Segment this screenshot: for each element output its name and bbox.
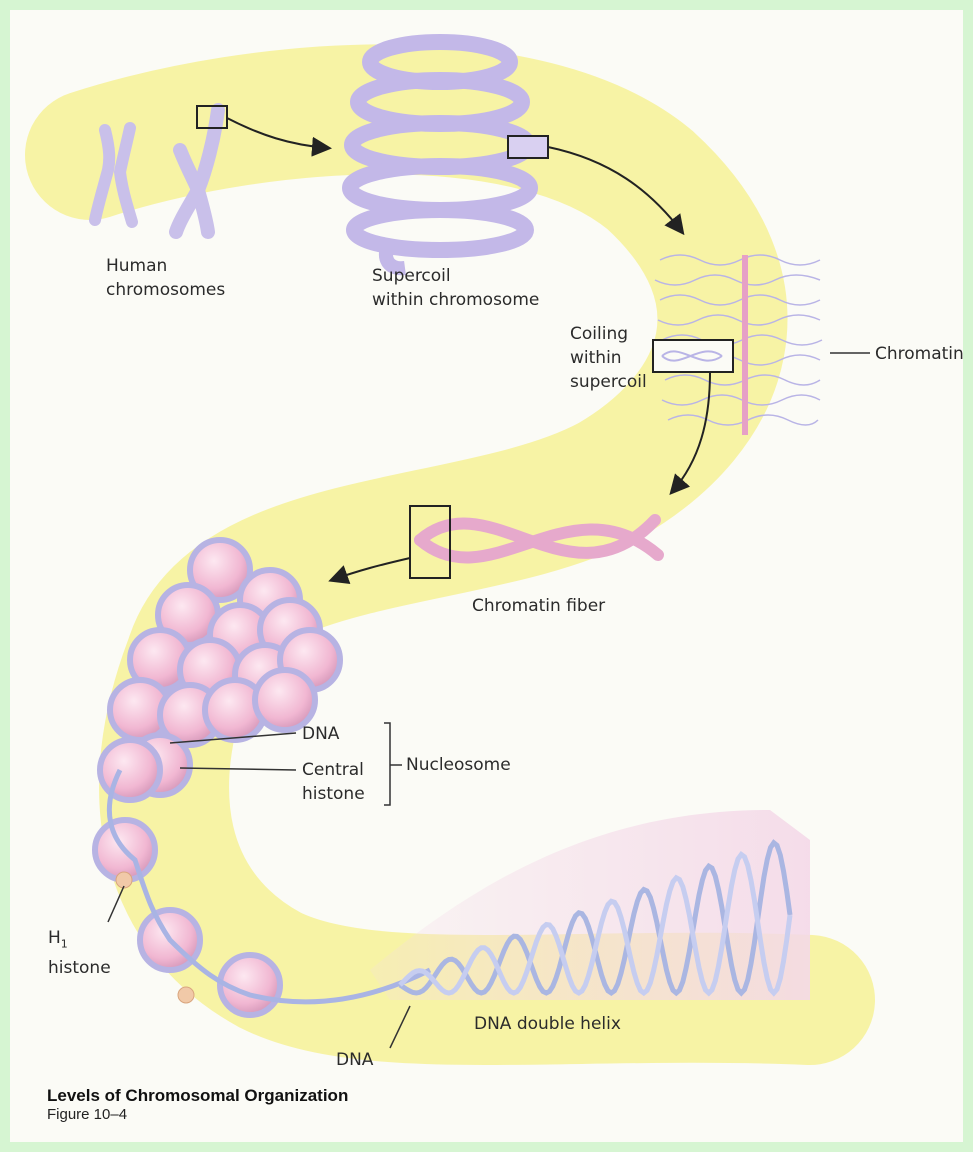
dna-label: DNA: [302, 722, 339, 746]
supercoil-label: Supercoil within chromosome: [372, 264, 539, 312]
h1-histone-bead-1: [116, 872, 132, 888]
h1-word: histone: [48, 956, 111, 980]
h1-letter: H: [48, 928, 61, 948]
figure-title: Levels of Chromosomal Organization: [47, 1086, 348, 1106]
coiling-line2: within: [570, 346, 647, 370]
central-histone-line2: histone: [302, 782, 365, 806]
coiling-line3: supercoil: [570, 370, 647, 394]
nucleosome-bracket: [384, 723, 390, 805]
h1-histone-label: H1 histone: [48, 926, 111, 980]
chromosome-organization-diagram: [10, 10, 963, 1142]
supercoil-line2: within chromosome: [372, 288, 539, 312]
figure-number: Figure 10–4: [47, 1106, 127, 1123]
supercoil-line1: Supercoil: [372, 264, 539, 288]
coiling-label: Coiling within supercoil: [570, 322, 647, 394]
human-chromosomes-label: Human chromosomes: [106, 254, 225, 302]
supercoil-zoom-box: [508, 136, 548, 158]
h1-subscript: 1: [61, 937, 68, 950]
h1-symbol: H1: [48, 926, 111, 956]
chromatin-label: Chromatin: [875, 342, 964, 366]
nucleosome-label: Nucleosome: [406, 753, 511, 777]
figure-frame: Human chromosomes Supercoil within chrom…: [10, 10, 963, 1142]
nucleosome-bead: [255, 670, 315, 730]
coiling-line1: Coiling: [570, 322, 647, 346]
central-histone-label: Central histone: [302, 758, 365, 806]
dna-bottom-label: DNA: [336, 1048, 373, 1072]
human-chromosomes-line2: chromosomes: [106, 278, 225, 302]
central-histone-line1: Central: [302, 758, 365, 782]
h1-leader-line: [108, 886, 124, 922]
dna-double-helix-label: DNA double helix: [474, 1012, 621, 1036]
chromatin-fiber-label: Chromatin fiber: [472, 594, 605, 618]
nucleosome-bead: [100, 740, 160, 800]
human-chromosomes-line1: Human: [106, 254, 225, 278]
h1-histone-bead-2: [178, 987, 194, 1003]
